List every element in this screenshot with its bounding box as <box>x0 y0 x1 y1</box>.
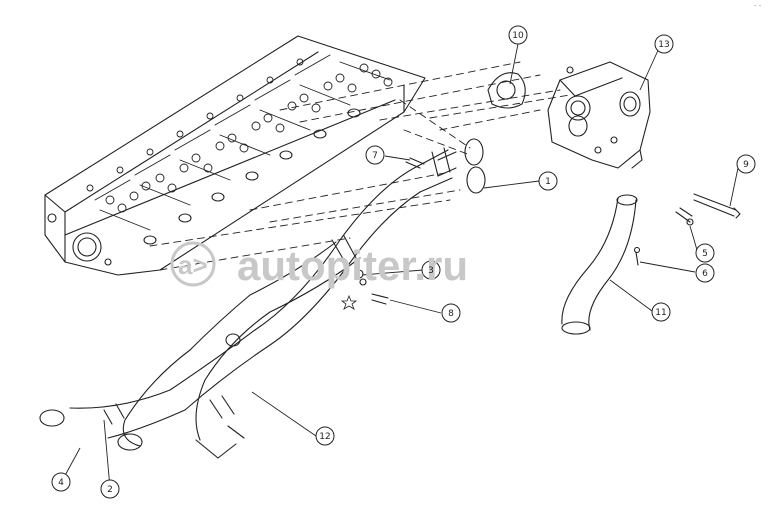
callout-6: 6 <box>702 269 708 279</box>
stud <box>693 193 741 219</box>
callout-2: 2 <box>107 485 113 495</box>
callout-10: 10 <box>512 31 524 41</box>
callout-1: 1 <box>545 177 551 187</box>
callout-5: 5 <box>702 249 708 259</box>
watermark-logo: a> <box>178 250 208 280</box>
alignment-lines <box>149 61 571 271</box>
leader-lines <box>61 43 739 489</box>
callout-circles <box>51 25 756 499</box>
callout-7: 7 <box>372 151 378 161</box>
callout-9: 9 <box>743 160 749 170</box>
manifold-pipe <box>39 147 457 459</box>
watermark-text: autopiter.ru <box>237 242 468 289</box>
corner-mark: - - <box>754 2 762 10</box>
small-fasteners <box>354 157 694 305</box>
watermark: a> autopiter.ru <box>170 241 468 289</box>
star-marker <box>340 294 358 310</box>
callout-13: 13 <box>658 40 669 50</box>
callout-8: 8 <box>448 309 454 319</box>
callout-3: 3 <box>428 266 434 276</box>
gasket <box>487 72 526 109</box>
callout-labels: 10 13 1 7 9 5 6 11 3 8 12 2 4 <box>58 31 749 495</box>
thermostat-housing <box>547 61 651 169</box>
callout-4: 4 <box>58 478 64 488</box>
o-rings <box>464 138 486 194</box>
callout-11: 11 <box>655 308 666 318</box>
cylinder-head <box>44 35 426 276</box>
callout-12: 12 <box>319 432 330 442</box>
elbow-pipe <box>561 194 638 335</box>
